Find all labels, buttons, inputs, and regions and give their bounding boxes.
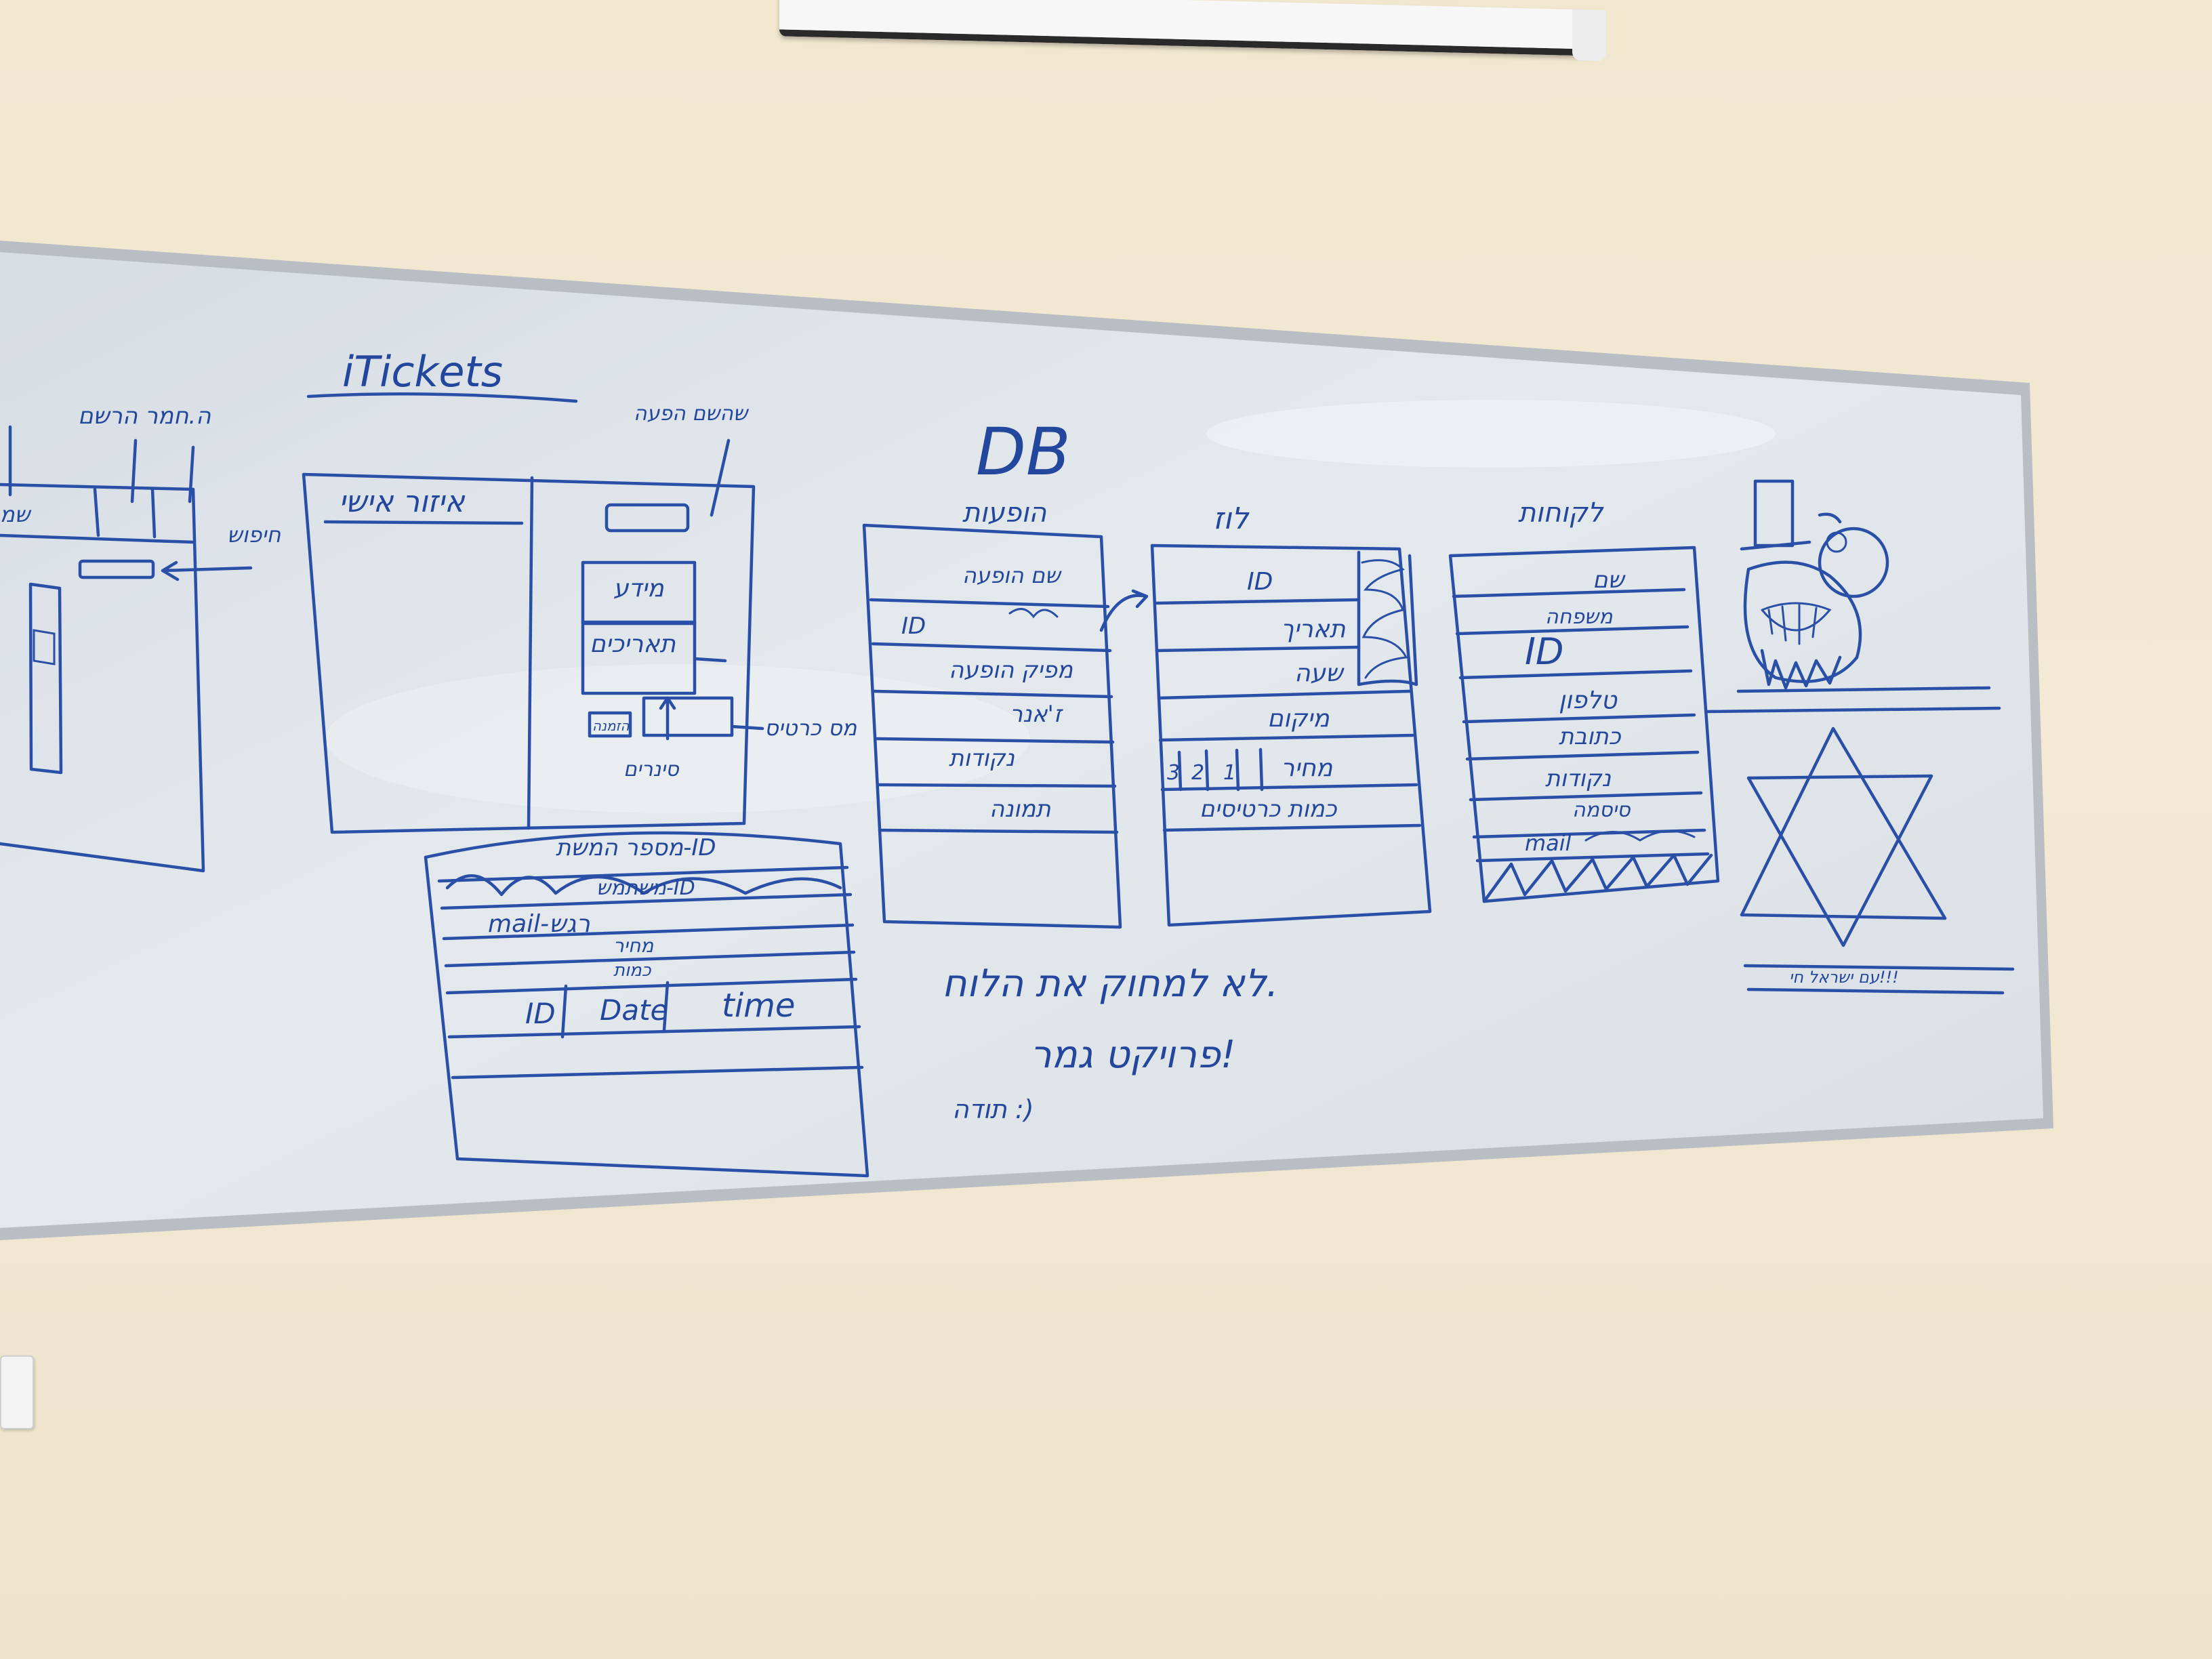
mockup-arrow-note: שהשם הפעה	[634, 402, 750, 426]
star-of-david: עם ישראל חי!!!	[1740, 726, 2015, 995]
customers-field-3: טלפון	[1559, 687, 1618, 714]
shows-field-0: שם הופעה	[962, 562, 1062, 588]
order-row-2: mail-רגש	[488, 910, 590, 938]
db-table-shows: הופעות שם הופעה ID מפיק הופעה ז'אנר נקוד…	[862, 497, 1149, 929]
shows-field-5: תמונה	[989, 796, 1051, 823]
mockup-small-button-label: הזמנה	[592, 718, 630, 734]
order-col-id: ID	[525, 997, 556, 1030]
schedule-field-4: מחיר	[1281, 754, 1334, 782]
app-mockup: איזור אישי שהשם הפעה מידע תאריכים הזמנה …	[302, 402, 858, 834]
order-row-3: מחיר	[613, 935, 654, 957]
left-screen-side-note: חיפוש	[227, 522, 281, 548]
customers-field-6: סיסמה	[1572, 798, 1631, 822]
customers-field-1: משפחה	[1545, 605, 1613, 629]
order-row-0: מספר המשת-ID	[556, 834, 716, 861]
mockup-small-button	[588, 711, 632, 738]
flag-caption: עם ישראל חי!!!	[1789, 968, 1899, 987]
customers-field-0: שם	[1593, 567, 1626, 594]
order-col-time: time	[722, 987, 795, 1025]
light-switch	[0, 1355, 34, 1429]
schedule-field-5: כמות כרטיסים	[1200, 796, 1338, 823]
caricature-drawing	[1706, 479, 2001, 714]
db-heading: DB	[976, 414, 1071, 490]
order-table-sketch: מספר המשת-ID משתמש-ID mail-רגש מחיר כמות…	[424, 831, 869, 1178]
schedule-field-3: מיקום	[1267, 705, 1330, 733]
shows-field-4: נקודות	[949, 745, 1015, 772]
customers-field-7: mail	[1525, 830, 1572, 856]
note-line-2: תודה :)	[952, 1094, 1034, 1124]
db-table-schedule: לוז ID תאריך שעה מיקום מחיר 3 2 1 כמות כ…	[1150, 501, 1432, 927]
db-table-shows-title: הופעות	[962, 497, 1046, 529]
left-screen-top-note: ה.חמר הרשם	[78, 403, 211, 430]
db-table-schedule-title: לוז	[1213, 501, 1250, 536]
db-table-customers: לקוחות שם משפחה ID טלפון כתובת נקודות סי…	[1448, 497, 1720, 903]
mockup-ticket-box	[642, 696, 734, 737]
mockup-search-box	[605, 503, 690, 533]
schedule-field-2: שעה	[1294, 659, 1345, 687]
order-table-rows: מספר המשת-ID משתמש-ID mail-רגש מחיר כמות	[488, 834, 716, 981]
shows-field-1: ID	[901, 613, 926, 640]
customers-field-2: ID	[1525, 630, 1564, 673]
mockup-bottom-label: סינרים	[623, 758, 680, 781]
left-screen-sketch: ה.חמר הרשם חיפוש שמ	[0, 403, 281, 873]
customers-field-4: כתובת	[1559, 723, 1622, 750]
shows-field-3: ז'אנר	[1010, 701, 1063, 728]
schedule-field-1: תאריך	[1281, 615, 1345, 643]
schedule-price-cell-1: 2	[1191, 761, 1204, 785]
mockup-side-label: מס כרטיס	[764, 715, 858, 741]
mockup-dates-label: תאריכים	[590, 630, 676, 658]
customers-field-5: נקודות	[1545, 765, 1612, 792]
note-line-1: פרויקט גמר!	[1030, 1033, 1235, 1077]
board-title: iTickets	[342, 347, 503, 396]
schedule-field-0: ID	[1247, 568, 1273, 596]
mockup-details-label: מידע	[613, 575, 665, 602]
db-table-customers-title: לקוחות	[1518, 497, 1604, 529]
schedule-price-cell-2: 1	[1223, 761, 1236, 785]
schedule-price-cell-0: 3	[1167, 761, 1180, 785]
order-col-date: Date	[600, 994, 668, 1027]
do-not-erase-note: לא למחוק את הלוח. פרויקט גמר! תודה :)	[942, 962, 1278, 1124]
order-row-4: כמות	[613, 960, 651, 981]
shows-field-2: מפיק הופעה	[949, 657, 1073, 684]
left-screen-edge-word: שמ	[0, 501, 32, 527]
order-row-1: משתמש-ID	[596, 876, 695, 900]
note-line-0: לא למחוק את הלוח.	[942, 962, 1278, 1006]
personal-area-label: איזור אישי	[339, 485, 466, 519]
